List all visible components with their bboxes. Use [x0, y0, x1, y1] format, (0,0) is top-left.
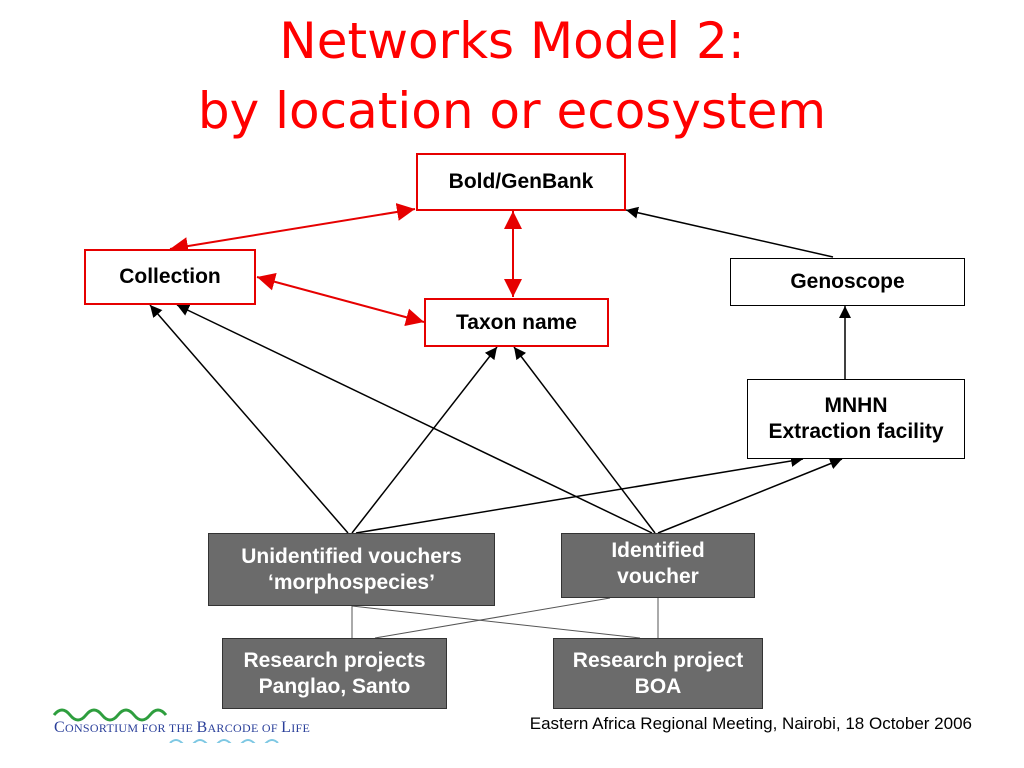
- node-mnhn-label-line-2: Extraction facility: [768, 420, 944, 443]
- node-unidentified-vouchers: Unidentified vouchers ‘morphospecies’: [208, 533, 495, 606]
- node-genoscope: Genoscope: [730, 258, 965, 306]
- node-identified-label-line-2: voucher: [617, 565, 699, 588]
- node-taxon-name: Taxon name: [424, 298, 609, 347]
- edge-unidentified-mnhn: [355, 455, 804, 534]
- node-panglao-label-line-1: Research projects: [243, 648, 426, 672]
- node-collection-label: Collection: [119, 265, 221, 288]
- edge-genbank-collection: [169, 203, 416, 255]
- edge-identified-mnhn: [657, 457, 843, 534]
- logo-cap-c: C: [54, 719, 65, 736]
- node-taxon-name-label: Taxon name: [456, 310, 577, 334]
- edge-identified-taxon: [513, 346, 656, 534]
- node-bold-genbank: Bold/GenBank: [416, 153, 626, 211]
- consortium-logo: CONSORTIUM FOR THE BARCODE OF LIFE: [50, 703, 310, 748]
- node-mnhn: MNHN Extraction facility: [747, 379, 965, 459]
- node-unidentified-label-line-1: Unidentified vouchers: [241, 544, 462, 568]
- node-research-boa: Research project BOA: [553, 638, 763, 709]
- node-identified-label-line-1: Identified: [611, 539, 705, 562]
- connector-identified-panglao: [374, 597, 611, 639]
- node-collection: Collection: [84, 249, 256, 305]
- slide-title-line-2: by location or ecosystem: [197, 82, 827, 140]
- node-mnhn-label-line-1: MNHN: [824, 394, 888, 417]
- node-unidentified-label-line-2: ‘morphospecies’: [268, 570, 435, 594]
- logo-part-1: ONSORTIUM FOR THE: [64, 721, 197, 735]
- logo-part-2: ARCODE OF: [207, 721, 282, 735]
- logo-cap-l: L: [281, 719, 292, 736]
- logo-wordmark: CONSORTIUM FOR THE BARCODE OF LIFE: [54, 719, 310, 737]
- connector-unidentified-boa: [351, 605, 641, 639]
- edge-identified-collection: [176, 304, 653, 534]
- edge-collection-taxon: [256, 272, 425, 327]
- logo-cap-b: B: [196, 719, 208, 736]
- edge-unidentified-taxon: [351, 346, 498, 534]
- node-identified-voucher: Identified voucher: [561, 533, 755, 598]
- node-research-panglao-santo: Research projects Panglao, Santo: [222, 638, 447, 709]
- node-boa-label-line-2: BOA: [634, 674, 682, 698]
- node-bold-genbank-label: Bold/GenBank: [448, 170, 594, 193]
- slide-title-line-1: Networks Model 2:: [279, 12, 745, 70]
- node-genoscope-label: Genoscope: [790, 270, 905, 293]
- edge-genoscope-genbank: [625, 206, 834, 258]
- footer-caption: Eastern Africa Regional Meeting, Nairobi…: [529, 714, 972, 733]
- logo-part-3: IFE: [291, 721, 311, 735]
- node-boa-label-line-1: Research project: [572, 648, 744, 672]
- node-panglao-label-line-2: Panglao, Santo: [258, 674, 411, 698]
- edge-unidentified-collection: [149, 304, 349, 534]
